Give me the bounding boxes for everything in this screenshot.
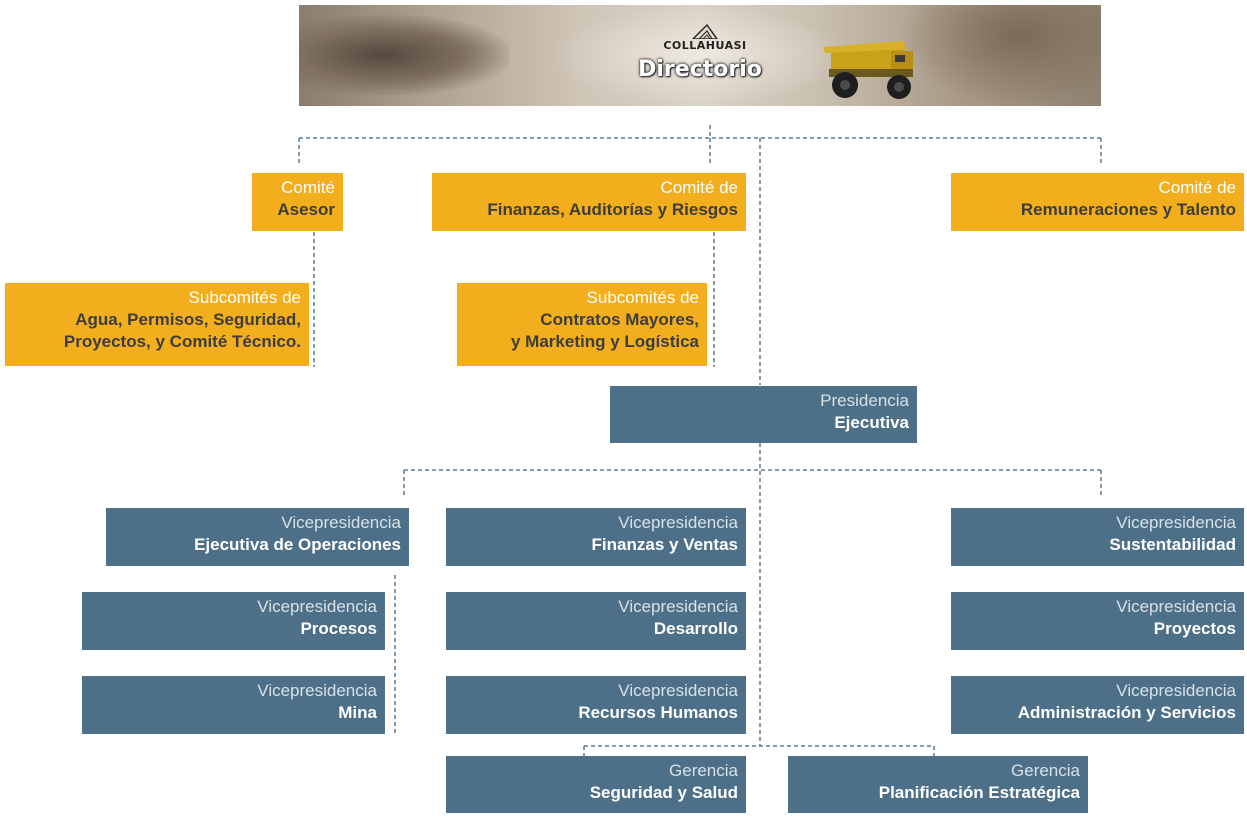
vp-procesos: Vicepresidencia Procesos [82,592,385,650]
unit-name: Proyectos [1153,619,1236,638]
subcommittee-contratos: Subcomités de Contratos Mayores, y Marke… [457,283,707,366]
committee-name: Finanzas, Auditorías y Riesgos [487,200,738,219]
committee-label: Comité [281,178,335,197]
unit-name: Ejecutiva de Operaciones [194,535,401,554]
presidencia-ejecutiva: Presidencia Ejecutiva [610,386,917,443]
vp-mina: Vicepresidencia Mina [82,676,385,734]
subcommittee-label: Subcomités de [586,288,699,307]
collahuasi-logo: COLLAHUASI [645,23,765,52]
committee-label: Comité de [660,178,738,197]
unit-label: Presidencia [820,391,909,410]
directorio-banner: COLLAHUASI Directorio [299,5,1101,106]
vp-sustentabilidad: Vicepresidencia Sustentabilidad [951,508,1244,566]
unit-label: Vicepresidencia [257,597,377,616]
gerencia-seguridad-salud: Gerencia Seguridad y Salud [446,756,746,813]
unit-name: Ejecutiva [834,413,909,432]
unit-name: Seguridad y Salud [589,783,738,802]
subcommittee-agua-permisos: Subcomités de Agua, Permisos, Seguridad,… [5,283,309,366]
vp-finanzas-ventas: Vicepresidencia Finanzas y Ventas [446,508,746,566]
banner-haze [549,5,849,106]
subcommittee-name-line1: Contratos Mayores, [540,310,699,329]
unit-label: Vicepresidencia [1116,513,1236,532]
unit-name: Planificación Estratégica [878,783,1080,802]
mining-truck-image [823,41,913,99]
committee-remuneraciones: Comité de Remuneraciones y Talento [951,173,1244,231]
subcommittee-name-line2: Proyectos, y Comité Técnico. [63,332,301,351]
subcommittee-label: Subcomités de [188,288,301,307]
unit-name: Mina [338,703,377,722]
vp-administracion-servicios: Vicepresidencia Administración y Servici… [951,676,1244,734]
unit-label: Gerencia [669,761,738,780]
unit-name: Desarrollo [653,619,738,638]
mountain-logo-icon [691,23,718,39]
unit-name: Recursos Humanos [578,703,738,722]
unit-label: Gerencia [1011,761,1080,780]
gerencia-planificacion-estrategica: Gerencia Planificación Estratégica [788,756,1088,813]
vp-proyectos: Vicepresidencia Proyectos [951,592,1244,650]
banner-rock-texture [899,5,1101,106]
directorio-title: Directorio [638,57,762,82]
unit-name: Procesos [300,619,377,638]
subcommittee-name-line1: Agua, Permisos, Seguridad, [75,310,301,329]
unit-label: Vicepresidencia [618,597,738,616]
committee-name: Asesor [277,200,335,219]
committee-asesor: Comité Asesor [252,173,343,231]
committee-name: Remuneraciones y Talento [1020,200,1236,219]
subcommittee-name-line2: y Marketing y Logística [511,332,699,351]
unit-name: Sustentabilidad [1109,535,1236,554]
vp-ejecutiva-operaciones: Vicepresidencia Ejecutiva de Operaciones [106,508,409,566]
unit-label: Vicepresidencia [281,513,401,532]
unit-label: Vicepresidencia [257,681,377,700]
unit-label: Vicepresidencia [1116,597,1236,616]
unit-label: Vicepresidencia [618,513,738,532]
vp-recursos-humanos: Vicepresidencia Recursos Humanos [446,676,746,734]
banner-rock-texture [299,15,509,95]
unit-name: Administración y Servicios [1017,703,1236,722]
committee-finanzas: Comité de Finanzas, Auditorías y Riesgos [432,173,746,231]
vp-desarrollo: Vicepresidencia Desarrollo [446,592,746,650]
committee-label: Comité de [1158,178,1236,197]
logo-brand-text: COLLAHUASI [663,39,747,52]
unit-label: Vicepresidencia [618,681,738,700]
unit-label: Vicepresidencia [1116,681,1236,700]
unit-name: Finanzas y Ventas [591,535,738,554]
